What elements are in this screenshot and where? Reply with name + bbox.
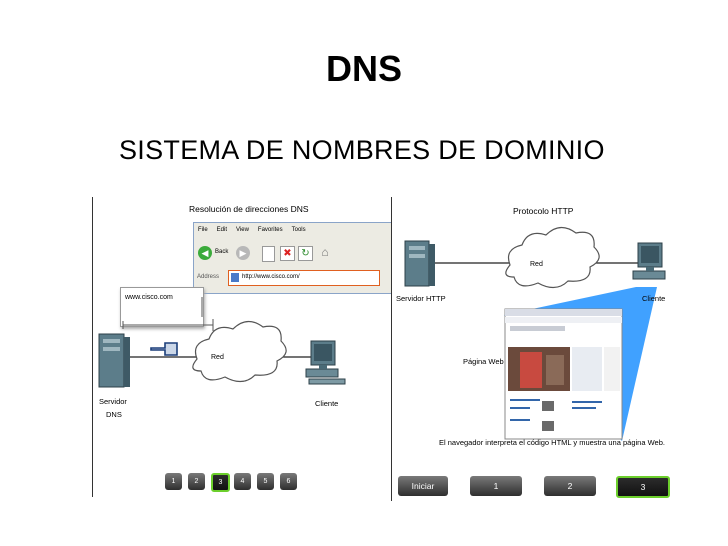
webpage-thumbnail — [504, 308, 623, 440]
forward-icon[interactable]: ▶ — [236, 246, 250, 260]
browser-toolbar: ◀ Back ▶ ✖ ↻ ⌂ — [198, 245, 388, 263]
left-nav-bar: 1 2 3 4 5 6 — [163, 473, 348, 493]
browser-menu-bar: File Edit View Favorites Tools — [198, 227, 306, 233]
nav-button-4[interactable]: 4 — [234, 473, 251, 490]
dns-resolution-panel: Resolución de direcciones DNS File Edit … — [92, 197, 395, 497]
slide-subtitle: SISTEMA DE NOMBRES DE DOMINIO — [119, 135, 605, 165]
dns-server-icon — [98, 333, 130, 388]
client-computer-icon — [305, 340, 346, 385]
back-label: Back — [215, 249, 229, 255]
http-server-label: Servidor HTTP — [396, 294, 446, 303]
dns-query-text: www.cisco.com — [125, 294, 173, 301]
back-icon[interactable]: ◀ — [198, 246, 212, 260]
right-nav-bar: Iniciar 1 2 3 — [398, 476, 673, 498]
nav-button-6[interactable]: 6 — [280, 473, 297, 490]
dns-server-label-2: DNS — [106, 410, 122, 419]
nav-button-3[interactable]: 3 — [616, 476, 670, 498]
http-protocol-panel: Protocolo HTTP — [391, 197, 675, 501]
arrow-left-icon — [150, 342, 178, 356]
refresh-icon[interactable]: ↻ — [298, 246, 313, 261]
slide-title: DNS — [325, 48, 402, 89]
http-server-icon — [404, 240, 435, 287]
browser-window: File Edit View Favorites Tools ◀ Back ▶ … — [193, 222, 395, 294]
nav-button-5[interactable]: 5 — [257, 473, 274, 490]
menu-item-favorites[interactable]: Favorites — [257, 227, 283, 233]
left-network-diagram — [98, 297, 346, 388]
cloud-label: Red — [211, 354, 224, 361]
stop-icon[interactable]: ✖ — [280, 246, 295, 261]
address-bar[interactable]: http://www.cisco.com/ — [228, 270, 380, 286]
dns-query-box: www.cisco.com — [120, 287, 204, 327]
nav-button-2[interactable]: 2 — [188, 473, 205, 490]
address-value: http://www.cisco.com/ — [242, 274, 300, 280]
nav-button-1[interactable]: 1 — [470, 476, 522, 496]
nav-button-1[interactable]: 1 — [165, 473, 182, 490]
menu-item-file[interactable]: File — [198, 227, 208, 233]
client-computer-icon — [632, 242, 666, 280]
panel-heading: Protocolo HTTP — [513, 206, 574, 216]
menu-item-edit[interactable]: Edit — [216, 227, 228, 233]
document-icon[interactable] — [262, 246, 275, 262]
menu-item-view[interactable]: View — [236, 227, 249, 233]
nav-button-2[interactable]: 2 — [544, 476, 596, 496]
network-cloud — [505, 226, 600, 289]
client-label: Cliente — [642, 294, 666, 303]
nav-button-start[interactable]: Iniciar — [398, 476, 448, 496]
address-label: Address — [197, 274, 220, 280]
cloud-label: Red — [530, 261, 543, 268]
home-icon[interactable]: ⌂ — [321, 245, 329, 259]
caption-text: El navegador interpreta el código HTML y… — [439, 438, 665, 447]
menu-item-tools[interactable]: Tools — [291, 227, 306, 233]
panel-heading: Resolución de direcciones DNS — [189, 204, 309, 214]
page-icon — [231, 273, 239, 282]
dns-server-label-1: Servidor — [99, 397, 127, 406]
network-cloud — [192, 320, 287, 383]
nav-button-3[interactable]: 3 — [211, 473, 230, 492]
client-label: Cliente — [315, 399, 339, 408]
webpage-label: Página Web — [463, 357, 504, 366]
right-network-diagram — [404, 226, 666, 441]
